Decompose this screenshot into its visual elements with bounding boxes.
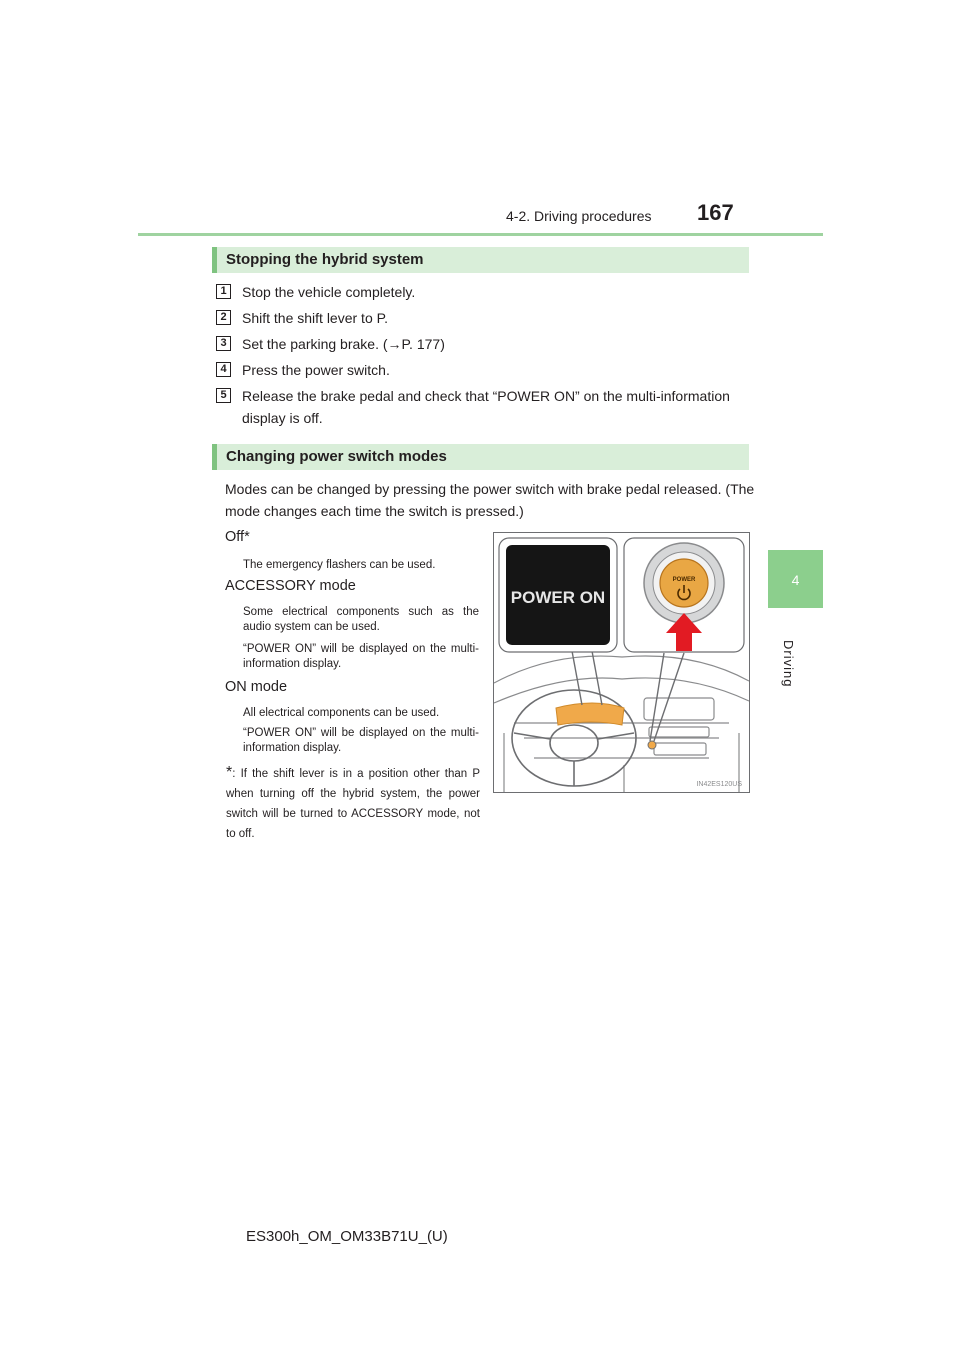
step-number-4: 4	[216, 362, 231, 377]
footnote-text: : If the shift lever is in a position ot…	[226, 768, 480, 840]
step-number-5: 5	[216, 388, 231, 403]
power-switch-illustration: POWER ON POWER IN42ES120US	[493, 532, 750, 793]
step-number-1: 1	[216, 284, 231, 299]
footnote-mark: *	[226, 764, 233, 781]
figure-code: IN42ES120US	[696, 781, 742, 788]
modes-intro: Modes can be changed by pressing the pow…	[225, 481, 755, 519]
step-number-3: 3	[216, 336, 231, 351]
header-rule	[138, 233, 823, 236]
step-text-4: Press the power switch.	[242, 362, 390, 378]
display-screen	[506, 545, 610, 645]
multi-info-display-highlight	[555, 702, 625, 726]
mode-desc-on-2: “POWER ON” will be displayed on the mult…	[243, 727, 479, 754]
mode-desc-accessory-2: “POWER ON” will be displayed on the mult…	[243, 643, 479, 670]
step-text-2: Shift the shift lever to P.	[242, 310, 389, 326]
display-power-on-text: POWER ON	[511, 588, 605, 607]
document-code: ES300h_OM_OM33B71U_(U)	[246, 1228, 448, 1245]
mode-desc-off: The emergency flashers can be used.	[243, 559, 436, 571]
mode-desc-accessory-1: Some electrical components such as the a…	[243, 606, 479, 633]
mode-title-off: Off*	[225, 529, 250, 545]
power-symbol-icon	[677, 585, 691, 601]
steering-wheel-drawing	[511, 689, 637, 787]
power-button-label: POWER	[673, 577, 696, 583]
step-number-2: 2	[216, 310, 231, 325]
running-header-section: 4-2. Driving procedures	[506, 208, 652, 224]
chapter-label: Driving	[781, 640, 796, 688]
chapter-tab	[768, 550, 823, 608]
mode-title-accessory: ACCESSORY mode	[225, 578, 356, 594]
section-heading-stopping: Stopping the hybrid system	[212, 247, 749, 273]
step-text-3: Set the parking brake. (→P. 177)	[242, 336, 445, 352]
chapter-number: 4	[791, 572, 800, 588]
mode-title-on: ON mode	[225, 679, 288, 695]
power-switch-location	[647, 740, 657, 750]
dashboard-drawing	[494, 655, 749, 792]
section-heading-modes: Changing power switch modes	[212, 444, 749, 470]
page-number: 167	[697, 200, 734, 225]
mode-desc-on-1: All electrical components can be used.	[243, 707, 440, 719]
section-heading-text: Stopping the hybrid system	[226, 251, 424, 268]
step-text-5: Release the brake pedal and check that “…	[242, 388, 730, 426]
step-text-1: Stop the vehicle completely.	[242, 284, 416, 300]
power-button	[659, 558, 709, 608]
section-heading-text: Changing power switch modes	[226, 448, 447, 465]
press-arrow-icon	[666, 613, 702, 651]
footnote: *: If the shift lever is in a position o…	[226, 763, 480, 844]
